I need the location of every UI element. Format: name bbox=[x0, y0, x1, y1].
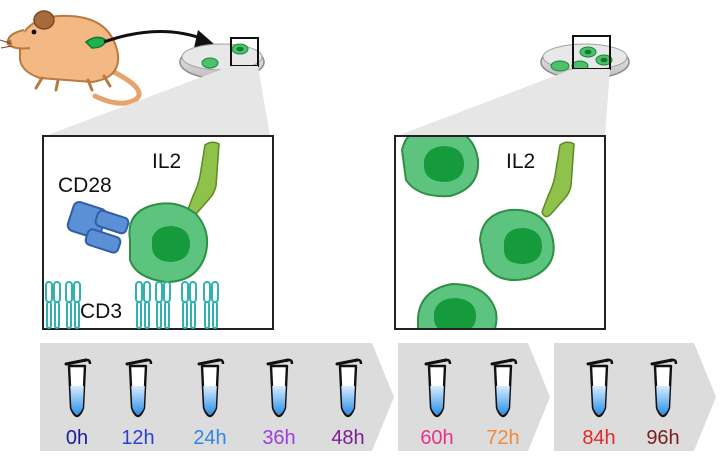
cd28-label: CD28 bbox=[58, 174, 112, 197]
t-cell bbox=[128, 202, 209, 284]
il2-label: IL2 bbox=[152, 150, 181, 173]
zoom-wedge-right bbox=[397, 69, 610, 136]
right-zoom-panel: IL2 bbox=[394, 135, 606, 330]
timepoint-0h: 0h bbox=[66, 427, 88, 449]
cd28-antibody bbox=[66, 201, 130, 254]
timeline-segment-3 bbox=[554, 343, 716, 451]
timepoint-48h: 48h bbox=[331, 427, 364, 449]
il2-molecule-right bbox=[541, 141, 575, 218]
timepoint-84h: 84h bbox=[582, 427, 615, 449]
timeline: 0h 12h 24h 36h 48h 60h 72h 84h 96h bbox=[40, 343, 716, 451]
cd3-antibodies bbox=[45, 281, 219, 329]
timepoint-60h: 60h bbox=[420, 427, 453, 449]
mouse-illustration bbox=[0, 10, 142, 106]
timepoint-36h: 36h bbox=[262, 427, 295, 449]
cd3-label: CD3 bbox=[80, 300, 122, 323]
timepoint-12h: 12h bbox=[121, 427, 154, 449]
timepoint-96h: 96h bbox=[646, 427, 679, 449]
zoom-wedge-left bbox=[45, 66, 270, 136]
timepoint-24h: 24h bbox=[193, 427, 226, 449]
left-zoom-panel: IL2 CD28 CD3 bbox=[42, 135, 274, 330]
timepoint-72h: 72h bbox=[486, 427, 519, 449]
il2-label-right: IL2 bbox=[506, 150, 535, 173]
harvest-arrow bbox=[103, 29, 214, 48]
